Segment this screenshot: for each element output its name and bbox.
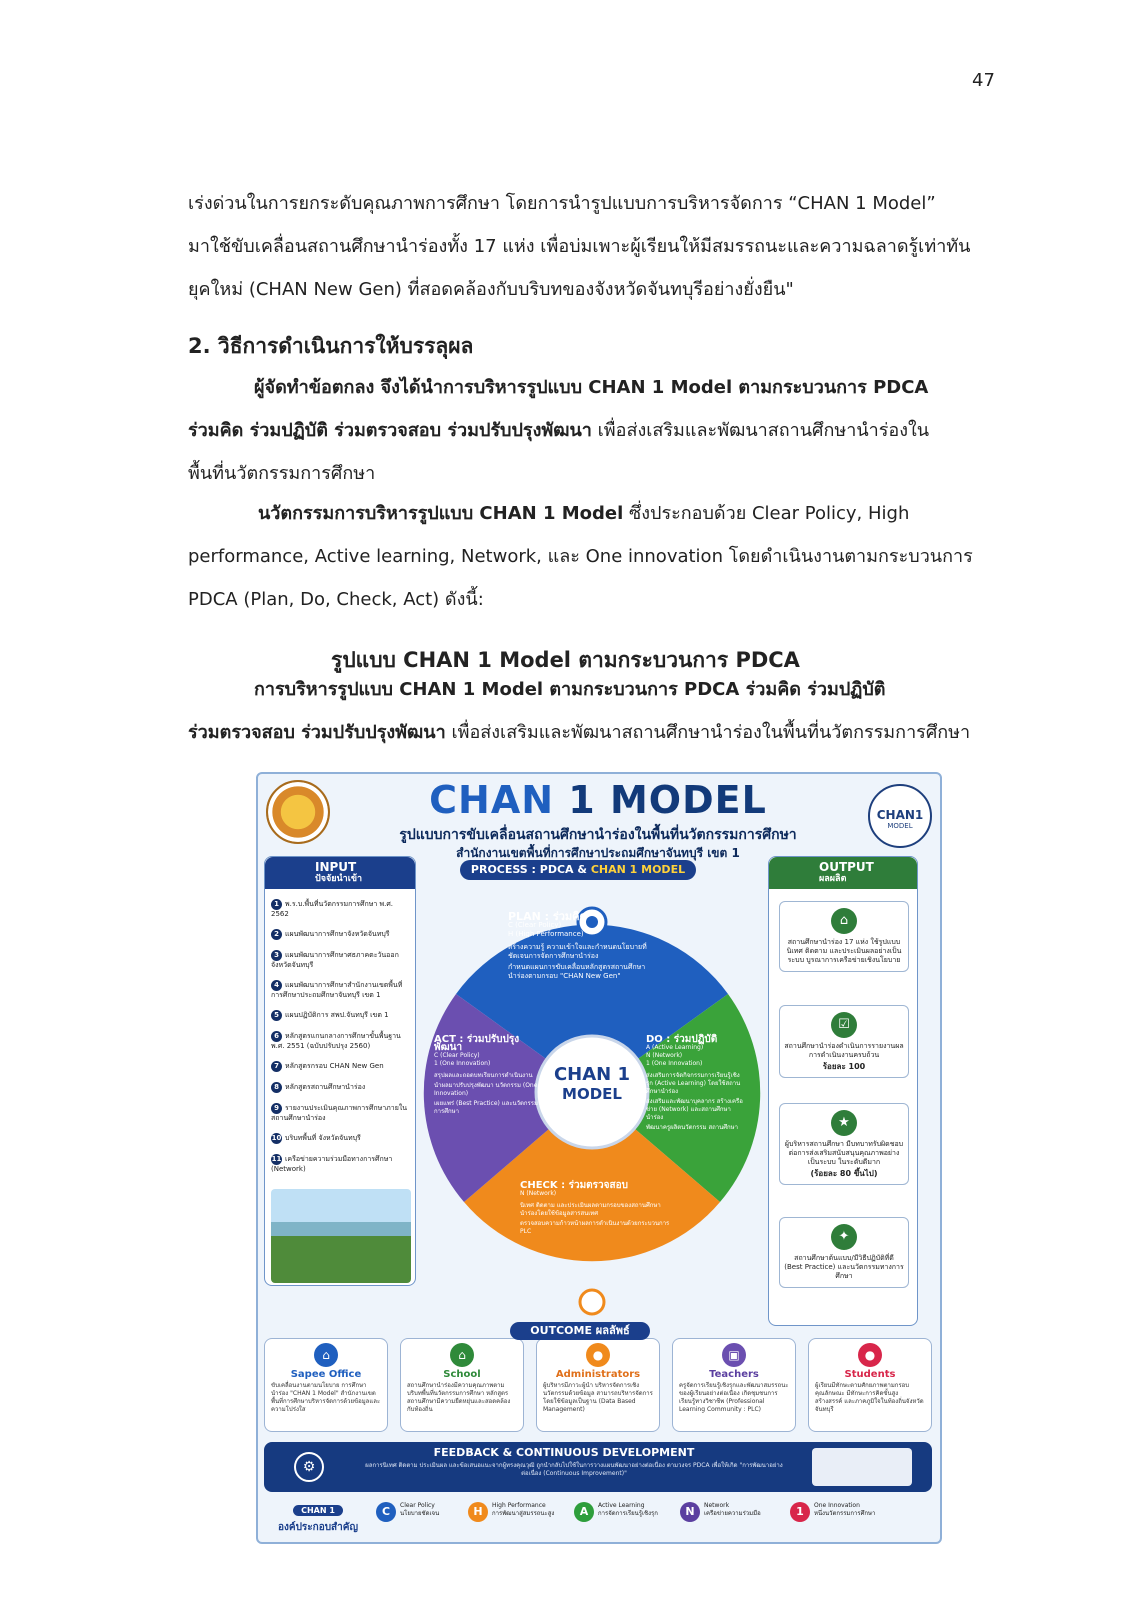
act-segment: [423, 994, 592, 1202]
paragraph-4: การบริหารรูปแบบ CHAN 1 Model ตามกระบวนกา…: [188, 668, 998, 754]
administrator-icon: ●: [586, 1343, 610, 1367]
output-card-3: ★ผู้บริหารสถานศึกษา มีบทบาทรับผิดชอบต่อก…: [779, 1103, 909, 1185]
paragraph-4-rest-b: เพื่อส่งเสริมและพัฒนาสถานศึกษานำร่องในพื…: [445, 722, 971, 743]
paragraph-1-line-1: เร่งด่วนในการยกระดับคุณภาพการศึกษา โดยกา…: [188, 193, 936, 214]
paragraph-3-bold: นวัตกรรมการบริหารรูปแบบ CHAN 1 Model: [258, 503, 624, 524]
paragraph-4-bold-a: การบริหารรูปแบบ CHAN 1 Model ตามกระบวนกา…: [254, 679, 886, 700]
meeting-image: [812, 1448, 912, 1486]
output-panel-head: OUTPUT ผลผลิต: [769, 857, 917, 889]
students-icon: ●: [858, 1343, 882, 1367]
outcome-head: OUTCOME ผลลัพธ์: [510, 1322, 650, 1340]
paragraph-2-rest-b: เพื่อส่งเสริมและพัฒนาสถานศึกษานำร่องใน: [591, 420, 930, 441]
act-block: ACT : ร่วมปรับปรุงพัฒนา C (Clear Policy)…: [434, 1034, 538, 1116]
school-icon: ⌂: [450, 1343, 474, 1367]
paragraph-3: นวัตกรรมการบริหารรูปแบบ CHAN 1 Model ซึ่…: [188, 492, 998, 621]
feedback-banner: ⚙ FEEDBACK & CONTINUOUS DEVELOPMENT ผลกา…: [264, 1442, 932, 1492]
gear-icon: ⚙: [294, 1452, 324, 1482]
center-hub: [534, 1034, 650, 1150]
obec-seal-icon: [266, 780, 330, 844]
process-head: PROCESS : PDCA & CHAN 1 MODEL: [460, 860, 696, 880]
paragraph-3-line-3: PDCA (Plan, Do, Check, Act) ดังนี้:: [188, 589, 484, 610]
paragraph-1: เร่งด่วนในการยกระดับคุณภาพการศึกษา โดยกา…: [188, 182, 998, 311]
paragraph-2-bold-b: ร่วมคิด ร่วมปฏิบัติ ร่วมตรวจสอบ ร่วมปรับ…: [188, 420, 592, 441]
model-title: รูปแบบ CHAN 1 Model ตามกระบวนการ PDCA: [331, 648, 800, 672]
do-segment: [592, 994, 761, 1202]
checklist-icon: ☑: [831, 1012, 857, 1038]
teacher-icon: ▣: [722, 1343, 746, 1367]
do-block: DO : ร่วมปฏิบัติ A (Active Learning) N (…: [646, 1034, 743, 1132]
output-card-4: ✦สถานศึกษาต้นแบบ/มีวิธีปฏิบัติที่ดี (Bes…: [779, 1217, 909, 1288]
chanthaburi-scene-image: [271, 1189, 411, 1283]
stars-icon: ★: [831, 1110, 857, 1136]
output-panel: OUTPUT ผลผลิต ⌂สถานศึกษานำร่อง 17 แห่ง ใ…: [768, 856, 918, 1326]
paragraph-3-rest-1: ซึ่งประกอบด้วย Clear Policy, High: [623, 503, 910, 524]
chan1-infographic: CHAN 1 MODEL รูปแบบการขับเคลื่อนสถานศึกษ…: [256, 772, 942, 1544]
paragraph-4-bold-b: ร่วมตรวจสอบ ร่วมปรับปรุงพัฒนา: [188, 722, 446, 743]
plan-block: PLAN : ร่วมคิด C (Clear Policy) H (High …: [508, 910, 647, 980]
lightbulb-icon: ✦: [831, 1224, 857, 1250]
pdca-wheel: [423, 906, 761, 1316]
section-heading: 2. วิธีการดำเนินการให้บรรลุผล: [188, 334, 474, 358]
school-icon: ⌂: [831, 908, 857, 934]
feedback-text: ผลการนิเทศ ติดตาม ประเมินผล และข้อเสนอแน…: [365, 1462, 783, 1477]
paragraph-2-bold-a: ผู้จัดทำข้อตกลง จึงได้นำการบริหารรูปแบบ …: [254, 377, 929, 398]
paragraph-3-line-2: performance, Active learning, Network, แ…: [188, 546, 973, 567]
infographic-subtitle-1: รูปแบบการขับเคลื่อนสถานศึกษานำร่องในพื้น…: [399, 827, 797, 843]
paragraph-1-line-3: ยุคใหม่ (CHAN New Gen) ที่สอดคล้องกับบริ…: [188, 279, 794, 300]
infographic-subtitle-2: สำนักงานเขตพื้นที่การศึกษาประถมศึกษาจันท…: [456, 846, 740, 860]
output-card-1: ⌂สถานศึกษานำร่อง 17 แห่ง ใช้รูปแบบนิเทศ …: [779, 901, 909, 972]
magnifier-icon: [578, 1288, 606, 1316]
infographic-brand: CHAN 1 MODEL: [429, 778, 767, 822]
center-model-label: CHAN 1 MODEL: [553, 1064, 631, 1103]
output-card-2: ☑สถานศึกษานำร่องดำเนินการรายงานผลการดำเน…: [779, 1005, 909, 1078]
feedback-title: FEEDBACK & CONTINUOUS DEVELOPMENT: [433, 1446, 695, 1459]
paragraph-2-line-3: พื้นที่นวัตกรรมการศึกษา: [188, 463, 376, 484]
page-number: 47: [972, 70, 995, 91]
office-icon: ⌂: [314, 1343, 338, 1367]
check-segment: [464, 1092, 720, 1262]
plan-segment: [456, 924, 728, 1092]
check-block: CHECK : ร่วมตรวจสอบ N (Network) นิเทศ ติ…: [520, 1180, 670, 1236]
paragraph-1-line-2: มาใช้ขับเคลื่อนสถานศึกษานำร่องทั้ง 17 แห…: [188, 236, 971, 257]
paragraph-2: ผู้จัดทำข้อตกลง จึงได้นำการบริหารรูปแบบ …: [188, 366, 998, 495]
input-panel-head: INPUT ปัจจัยนำเข้า: [265, 857, 415, 889]
